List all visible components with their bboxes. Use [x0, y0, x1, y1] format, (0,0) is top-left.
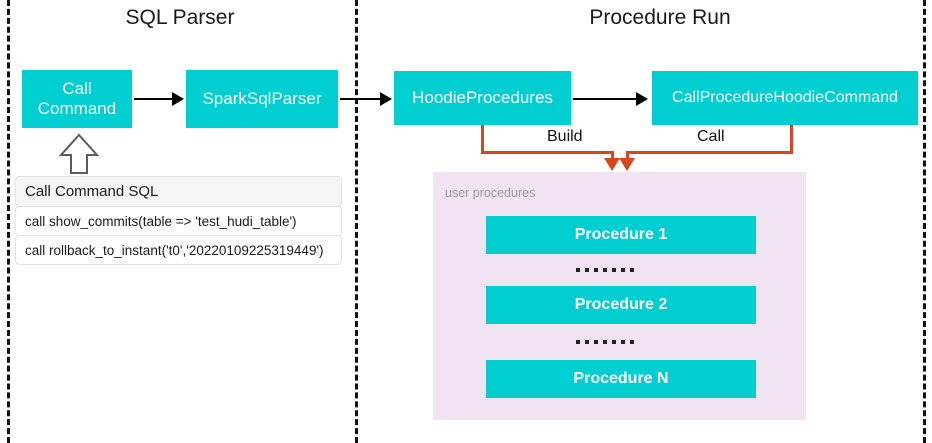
- node-hoodie-procedures[interactable]: HoodieProcedures: [394, 71, 571, 125]
- procedure-bar-n[interactable]: Procedure N: [486, 360, 756, 398]
- section-title-sql-parser: SQL Parser: [125, 6, 235, 29]
- node-call-command-line1: Call: [62, 78, 92, 98]
- arrow-right-icon-2: [380, 92, 392, 106]
- build-connector-vertical-left: [481, 125, 484, 153]
- divider-right: [923, 0, 926, 443]
- edge-label-call: Call: [693, 128, 729, 146]
- sql-table-row-2: call rollback_to_instant('t0','202201092…: [15, 235, 342, 265]
- edge-label-build: Build: [543, 128, 587, 146]
- arrow-right-icon: [172, 92, 184, 106]
- sql-table-header: Call Command SQL: [15, 176, 342, 207]
- procedure-bar-2[interactable]: Procedure 2: [486, 286, 756, 324]
- build-connector-horizontal: [481, 151, 614, 154]
- arrow-right-icon-3: [636, 92, 648, 106]
- node-spark-sql-parser[interactable]: SparkSqlParser: [186, 70, 338, 128]
- arrow-down-icon-build: [604, 158, 620, 171]
- node-call-procedure-hoodie-command-label: CallProcedureHoodieCommand: [672, 88, 898, 106]
- node-call-procedure-hoodie-command[interactable]: CallProcedureHoodieCommand: [652, 71, 918, 125]
- arrow-callcommand-to-sparksqlparser: [134, 98, 174, 100]
- procedure-bar-n-label: Procedure N: [573, 370, 669, 387]
- ellipsis-dots-1: [576, 268, 634, 272]
- node-hoodie-procedures-label: HoodieProcedures: [412, 87, 553, 107]
- call-connector-horizontal: [626, 151, 793, 154]
- arrow-hoodieprocedures-to-callprocedurehoodiecommand: [573, 98, 637, 100]
- sql-table-row-1: call show_commits(table => 'test_hudi_ta…: [15, 206, 342, 236]
- procedure-bar-2-label: Procedure 2: [574, 296, 668, 313]
- node-call-command-line2: Command: [37, 99, 117, 118]
- procedure-bar-1-label: Procedure 1: [574, 226, 668, 243]
- node-spark-sql-parser-label: SparkSqlParser: [202, 88, 322, 108]
- call-command-sql-table: Call Command SQL call show_commits(table…: [15, 176, 342, 265]
- node-call-command[interactable]: Call Command: [22, 70, 132, 128]
- call-connector-vertical-right: [790, 125, 793, 153]
- section-title-procedure-run: Procedure Run: [589, 6, 731, 29]
- ellipsis-dots-2: [576, 340, 634, 344]
- user-procedures-panel-label: user procedures: [445, 186, 536, 200]
- build-connector-vertical-down: [611, 151, 614, 161]
- divider-left: [7, 0, 10, 443]
- block-arrow-up-icon: [58, 133, 100, 174]
- divider-middle: [355, 0, 358, 443]
- call-connector-vertical-down: [626, 151, 629, 161]
- arrow-sparksqlparser-to-hoodieprocedures: [340, 98, 382, 100]
- procedure-bar-1[interactable]: Procedure 1: [486, 216, 756, 254]
- arrow-down-icon-call: [619, 158, 635, 171]
